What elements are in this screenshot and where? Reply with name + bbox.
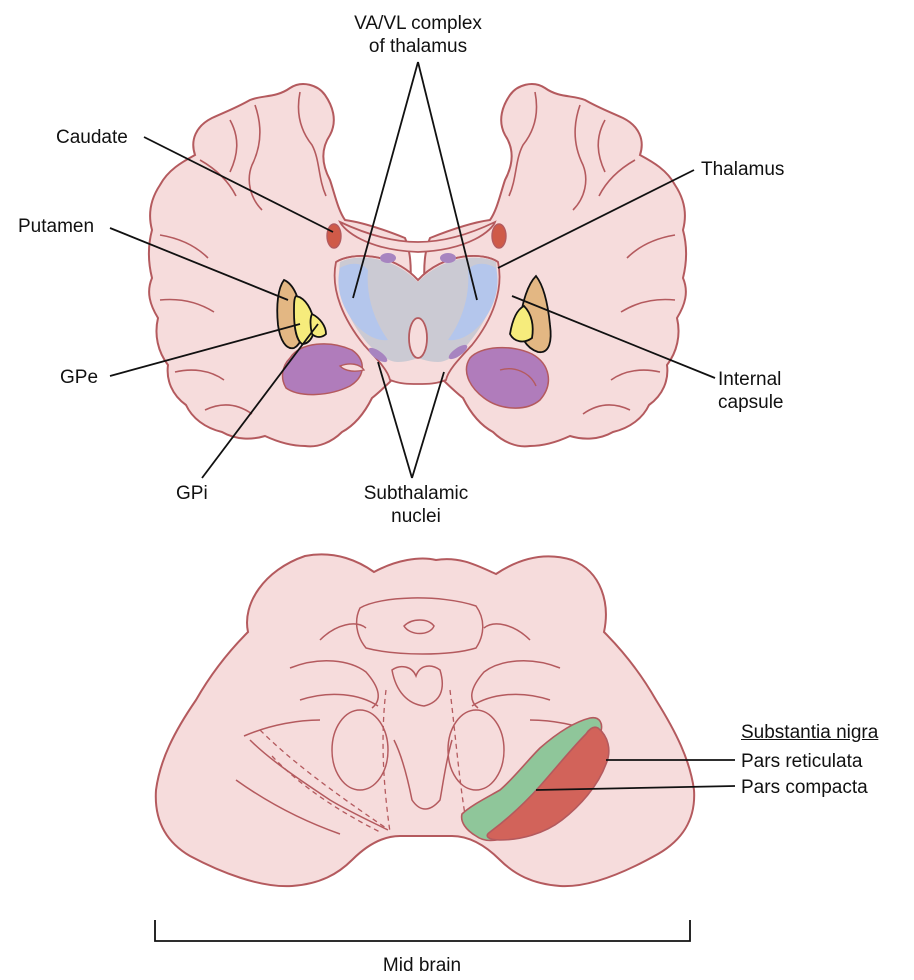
subthalamic-right [448,344,468,360]
gpi-left [309,312,327,338]
label-thalamus: Thalamus [701,159,785,180]
hippocampal-left-inner [338,363,366,372]
left-sulci [159,91,327,415]
va-vl-right [448,263,498,341]
label-pars-reticulata: Pars reticulata [741,751,863,772]
va-vl-left [338,263,388,341]
label-putamen: Putamen [18,216,95,237]
leader-lines [109,61,736,942]
caudate-right [491,223,507,249]
label-caudate: Caudate [56,127,128,148]
fornix-left [380,253,396,263]
thalamus-outline [335,255,499,282]
third-ventricle [408,317,428,359]
caudate-left [326,223,342,249]
label-subthalamic-nuclei: Subthalamic nuclei [363,483,469,527]
label-substantia-nigra: Substantia nigra [741,722,879,743]
right-sulci [508,91,676,415]
hippocampal-right-inner [499,368,537,387]
hippocampal-right [465,346,550,409]
label-gpi: GPi [176,483,208,504]
midbrain-section [154,553,696,888]
midbrain-internal-lines [235,597,605,835]
coronal-section [148,83,687,448]
label-internal-capsule: Internal capsule [718,369,784,413]
midbrain-outline [154,553,696,888]
gpe-right [509,304,534,343]
label-midbrain: Mid brain [382,955,462,976]
corpus-callosum [338,220,497,253]
label-gpe: GPe [60,367,99,388]
label-pars-compacta: Pars compacta [741,777,868,798]
label-va-vl-complex: VA/VL complex of thalamus [354,13,482,57]
fornix-right [440,253,456,263]
pars-reticulata-region [486,726,610,841]
hippocampal-left [281,343,363,396]
subthalamic-left [368,347,388,363]
